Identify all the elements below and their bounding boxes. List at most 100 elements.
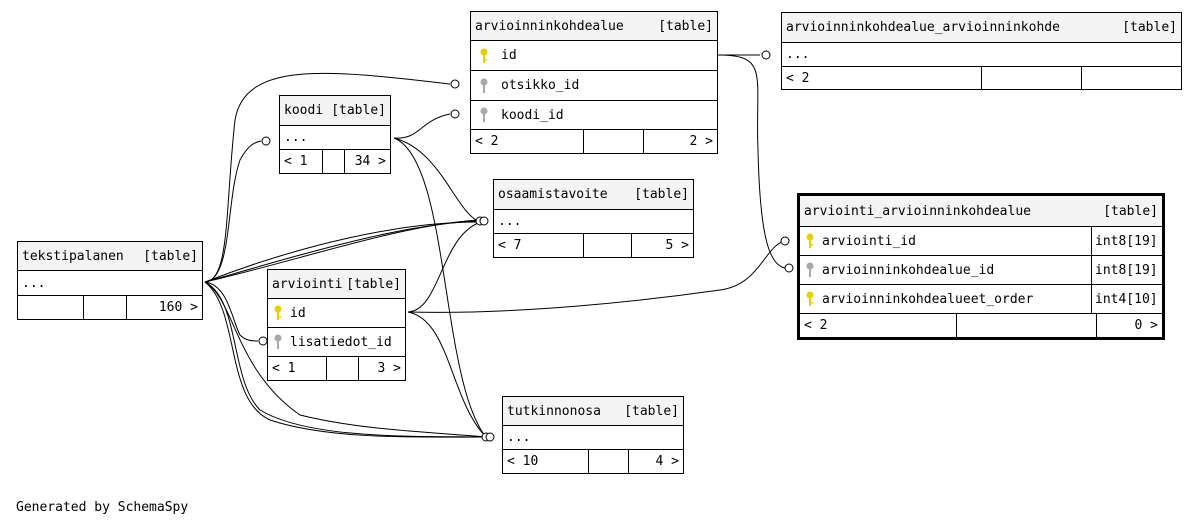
table-name: arviointi (272, 276, 343, 292)
column-row[interactable]: koodi_id (471, 101, 717, 130)
column-row[interactable]: arviointi_id int8[19] (800, 227, 1162, 256)
column-row[interactable]: ... (503, 426, 683, 450)
edge-end-circle (761, 50, 771, 60)
parents-count[interactable]: < 7 (498, 238, 522, 253)
foreign-key-icon (475, 78, 493, 94)
edge-teksti-to-koodi (204, 140, 262, 283)
column-row[interactable]: arvioinninkohdealue_id int8[19] (800, 256, 1162, 285)
table-arvioinninkohdealue-arvioinninkohde[interactable]: arvioinninkohdealue_arvioinninkohde [tab… (781, 12, 1182, 90)
table-osaamistavoite[interactable]: osaamistavoite [table] ... < 7 5 > (493, 179, 694, 258)
parents-count[interactable]: < 1 (272, 361, 296, 376)
table-footer: < 10 4 > (503, 450, 683, 473)
edge-end-circle (258, 336, 268, 346)
parents-count[interactable]: < 2 (786, 70, 810, 86)
primary-key-icon (475, 48, 493, 64)
edge-end-circle (780, 236, 790, 246)
edge-end-circle (261, 136, 271, 146)
parents-count[interactable]: < 1 (284, 154, 308, 169)
table-tag: [table] (143, 248, 198, 264)
footer-spacer (322, 150, 344, 173)
table-name: arvioinninkohdealue (475, 18, 624, 34)
parents-count[interactable]: < 10 (507, 454, 539, 469)
table-header: arviointi [table] (268, 270, 405, 299)
table-tag: [table] (1122, 20, 1177, 35)
table-header: arvioinninkohdealue_arvioinninkohde [tab… (782, 13, 1181, 43)
column-row[interactable]: otsikko_id (471, 71, 717, 101)
table-footer: < 7 5 > (494, 234, 693, 257)
table-arviointi-arvioinninkohdealue[interactable]: arviointi_arvioinninkohdealue [table] ar… (797, 193, 1165, 340)
table-header: arvioinninkohdealue [table] (471, 12, 717, 41)
table-footer: < 2 0 > (800, 314, 1162, 337)
column-type: int8[19] (1091, 227, 1162, 255)
column-row[interactable]: ... (280, 126, 390, 150)
table-name: koodi (284, 103, 324, 118)
children-count[interactable]: 5 > (631, 234, 693, 257)
column-type: int8[19] (1091, 256, 1162, 284)
column-row[interactable]: ... (18, 271, 202, 296)
table-tag: [table] (346, 276, 401, 292)
table-koodi[interactable]: koodi [table] ... < 1 34 > (279, 95, 391, 174)
edge-end-circle (450, 109, 460, 119)
table-footer: < 2 (782, 67, 1181, 89)
edge-teksti-to-tutk-1 (204, 281, 487, 438)
column-name: otsikko_id (501, 78, 580, 93)
parents-count[interactable]: < 2 (475, 134, 499, 149)
parents-count[interactable]: < 2 (804, 318, 828, 333)
column-row[interactable]: ... (782, 43, 1181, 67)
table-tag: [table] (658, 18, 713, 34)
table-name: arviointi_arvioinninkohdealue (804, 203, 1031, 219)
table-footer: 160 > (18, 296, 202, 319)
table-tekstipalanen[interactable]: tekstipalanen [table] ... 160 > (17, 241, 203, 320)
column-row[interactable]: id (471, 41, 717, 71)
footer-spacer (83, 296, 126, 319)
column-name: arvioinninkohdealueet_order (822, 291, 1034, 307)
column-name: arvioinninkohdealue_id (822, 262, 995, 278)
table-tag: [table] (634, 187, 689, 202)
children-count[interactable]: 34 > (344, 150, 390, 173)
edge-koodi-to-koodiid (393, 113, 451, 139)
column-name: arviointi_id (822, 233, 916, 249)
table-arvioinninkohdealue[interactable]: arvioinninkohdealue [table] id otsikko_i… (470, 11, 718, 154)
column-type: int4[10] (1091, 285, 1162, 313)
table-tag: [table] (1103, 203, 1158, 219)
footer-spacer (583, 234, 631, 257)
children-count[interactable]: 0 > (1096, 314, 1162, 337)
primary-key-icon (804, 233, 816, 249)
edge-teksti-to-lisatiedot (204, 281, 259, 342)
footer-spacer (326, 357, 358, 380)
children-count[interactable]: 160 > (126, 296, 202, 319)
footer-spacer (588, 450, 628, 473)
children-count[interactable]: 4 > (628, 450, 683, 473)
edge-teksti-to-otsikko (204, 72, 451, 283)
table-name: tekstipalanen (22, 248, 124, 264)
column-name: lisatiedot_id (290, 334, 392, 350)
table-arviointi[interactable]: arviointi [table] id lisatiedot_id < 1 3… (267, 269, 406, 381)
edge-arviointi-to-aaka (407, 240, 786, 313)
column-name: koodi_id (501, 107, 564, 123)
children-count[interactable] (1081, 67, 1181, 89)
edge-end-circle (450, 79, 460, 89)
column-name: ... (786, 47, 810, 62)
table-name: arvioinninkohdealue_arvioinninkohde (786, 20, 1060, 35)
column-row[interactable]: arvioinninkohdealueet_order int4[10] (800, 285, 1162, 314)
foreign-key-icon (475, 107, 493, 123)
table-tag: [table] (624, 403, 679, 419)
column-row[interactable]: lisatiedot_id (268, 328, 405, 357)
edge-arviointi-to-osaamis (407, 222, 479, 313)
column-name: id (290, 305, 306, 321)
column-row[interactable]: ... (494, 210, 693, 234)
table-header: koodi [table] (280, 96, 390, 126)
edge-teksti-to-tutk-2 (204, 281, 487, 438)
footer-spacer (956, 314, 1096, 337)
table-tutkinnonosa[interactable]: tutkinnonosa [table] ... < 10 4 > (502, 396, 684, 474)
table-footer: < 2 2 > (471, 130, 717, 153)
edge-teksti-to-osaamis-3 (204, 221, 479, 283)
column-row[interactable]: id (268, 299, 405, 328)
column-name: ... (22, 275, 46, 291)
column-name: ... (498, 214, 522, 229)
children-count[interactable]: 2 > (643, 130, 717, 153)
edge-akid-to-aaka (717, 54, 786, 269)
children-count[interactable]: 3 > (358, 357, 405, 380)
parents-count[interactable] (18, 296, 83, 319)
